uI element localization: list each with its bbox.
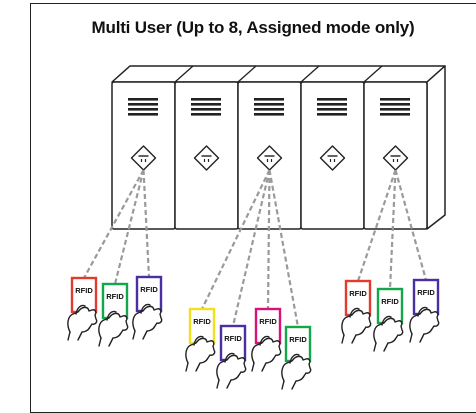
locker-5: [363, 81, 428, 230]
connection-line: [388, 169, 397, 290]
hand-thumb: [75, 304, 86, 315]
vent-slot: [254, 98, 284, 101]
rfid-card: RFID: [216, 324, 247, 389]
hand-outline: [132, 305, 163, 340]
hand-outline: [98, 312, 129, 347]
hand-outline: [409, 308, 440, 343]
rfid-card: RFID: [409, 278, 440, 343]
vent-slot: [191, 108, 221, 111]
hand-outline: [67, 306, 98, 341]
rfid-card-label: RFID: [381, 297, 399, 306]
locker-top-seam: [237, 65, 257, 83]
vent-slot: [317, 113, 347, 116]
hand-outline: [216, 354, 247, 389]
hand-wrist: [409, 333, 413, 343]
hand-wrist: [341, 334, 345, 344]
hand-outline: [341, 309, 372, 344]
rfid-card-label: RFID: [224, 334, 242, 343]
locker-2: [174, 81, 239, 230]
vent-slot: [128, 108, 158, 111]
vent-slot: [254, 103, 284, 106]
rfid-card: RFID: [67, 276, 98, 341]
rfid-card: RFID: [132, 275, 163, 340]
vent-slot: [128, 113, 158, 116]
vent-slot: [380, 103, 410, 106]
hand-wrist: [67, 331, 71, 341]
hand-wrist: [132, 330, 136, 340]
vent-slot: [191, 98, 221, 101]
rfid-card-label: RFID: [349, 289, 367, 298]
connection-line: [268, 169, 300, 328]
hand-outline: [281, 355, 312, 390]
rfid-card: RFID: [251, 307, 282, 372]
connection-line: [201, 169, 271, 310]
hand-thumb: [349, 307, 360, 318]
hand-thumb: [193, 335, 204, 346]
hand-thumb: [289, 353, 300, 364]
vent-slot: [128, 103, 158, 106]
vent-slot: [128, 98, 158, 101]
locker-4: [300, 81, 365, 230]
diagram-title: Multi User (Up to 8, Assigned mode only): [91, 18, 415, 37]
hand-outline: [251, 337, 282, 372]
hand-thumb: [224, 352, 235, 363]
hand-wrist: [98, 337, 102, 347]
vent-slot: [380, 113, 410, 116]
locker-top-panel: [111, 65, 446, 83]
hand-wrist: [373, 342, 377, 352]
rfid-card-label: RFID: [259, 317, 277, 326]
hand-outline: [373, 317, 404, 352]
diagram-canvas: Multi User (Up to 8, Assigned mode only)…: [30, 3, 476, 413]
rfid-card: RFID: [281, 325, 312, 390]
rfid-cards: RFID RFID RFID RFID RFID RFID RFID RFID RFID RFID: [67, 275, 440, 390]
hand-thumb: [259, 335, 270, 346]
rfid-card: RFID: [341, 279, 372, 344]
connection-line: [231, 169, 271, 327]
vent-slot: [254, 113, 284, 116]
connection-line: [394, 169, 428, 281]
hand-outline: [185, 337, 216, 372]
connection-line: [83, 169, 145, 279]
locker-bank: [111, 65, 446, 230]
rfid-card-label: RFID: [106, 292, 124, 301]
vent-slot: [317, 108, 347, 111]
locker-1: [111, 81, 176, 230]
locker-side-panel: [426, 65, 446, 230]
vent-slot: [191, 103, 221, 106]
locker-top-seam: [363, 65, 383, 83]
locker-top-seam: [174, 65, 194, 83]
rfid-card-label: RFID: [193, 317, 211, 326]
hand-thumb: [140, 303, 151, 314]
rfid-card-label: RFID: [289, 335, 307, 344]
vent-slot: [317, 98, 347, 101]
vent-slot: [254, 108, 284, 111]
locker-top-seam: [300, 65, 320, 83]
rfid-card-label: RFID: [417, 288, 435, 297]
rfid-card-label: RFID: [75, 286, 93, 295]
rfid-card-label: RFID: [140, 285, 158, 294]
rfid-card: RFID: [98, 282, 129, 347]
lock-icon: [319, 145, 346, 171]
rfid-card: RFID: [373, 287, 404, 352]
lock-icon: [193, 145, 220, 171]
connection-line: [142, 169, 151, 278]
rfid-card: RFID: [185, 307, 216, 372]
connection-lines: [83, 169, 428, 328]
connection-line: [266, 169, 271, 310]
hand-thumb: [417, 306, 428, 317]
connection-line: [113, 169, 145, 285]
hand-wrist: [251, 362, 255, 372]
hand-thumb: [106, 310, 117, 321]
connection-line: [356, 169, 397, 282]
hand-wrist: [216, 379, 220, 389]
vent-slot: [380, 108, 410, 111]
hand-wrist: [281, 380, 285, 390]
vent-slot: [317, 103, 347, 106]
vent-slot: [191, 113, 221, 116]
locker-illustration: RFID RFID RFID RFID RFID RFID RFID RFID RFID RFID: [67, 65, 446, 390]
hand-wrist: [185, 362, 189, 372]
vent-slot: [380, 98, 410, 101]
hand-thumb: [381, 315, 392, 326]
